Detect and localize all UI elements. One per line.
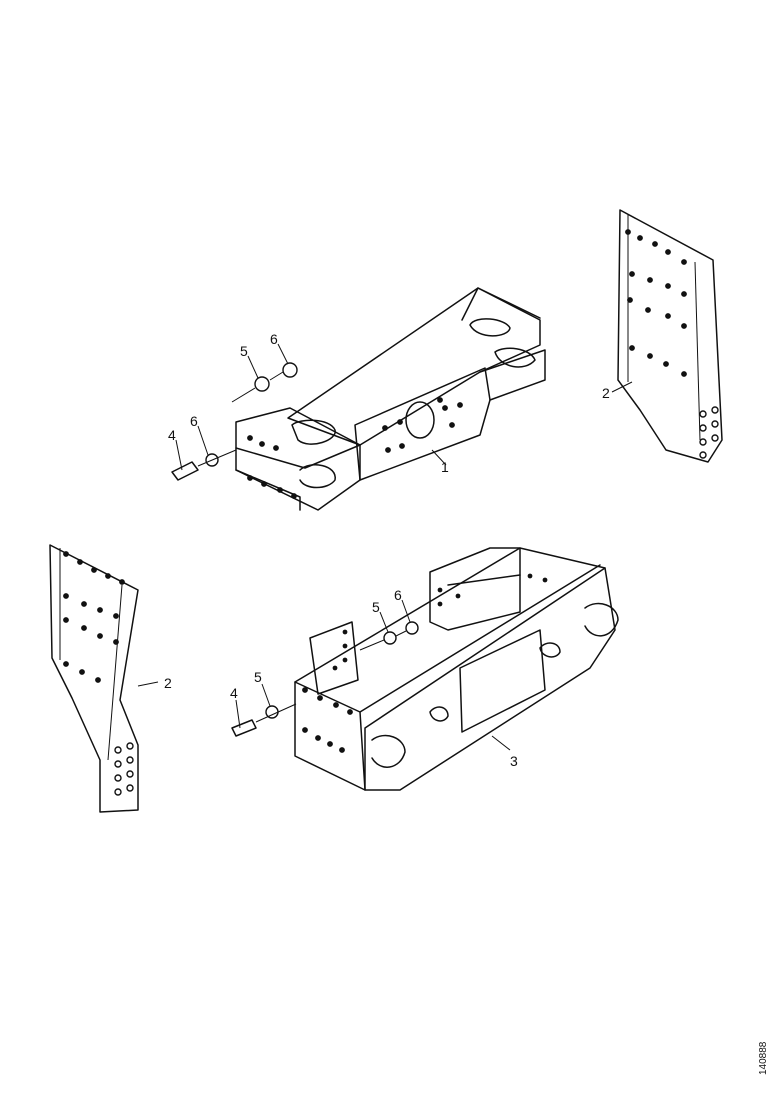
- lower-hardware: [231, 599, 511, 751]
- upper-hardware: [171, 343, 447, 481]
- right-mounting-plate: [611, 209, 723, 463]
- callouts: 1 2 2 3 4 5 6 6 4 5 5 6: [164, 331, 610, 769]
- upper-frame-assembly: [235, 287, 546, 511]
- callout-lower-washer-a: 5: [254, 669, 262, 685]
- left-mounting-plate: [49, 544, 159, 813]
- callout-lower-washer-b: 5: [372, 599, 380, 615]
- callout-upper-washer-a: 5: [240, 343, 248, 359]
- callout-lower-frame-part: 3: [510, 753, 518, 769]
- callout-upper-frame-part: 1: [441, 459, 449, 475]
- document-number: 140888: [758, 1041, 769, 1075]
- lower-frame-assembly: [294, 547, 619, 791]
- callout-upper-nut-b: 6: [190, 413, 198, 429]
- callout-lower-nut-a: 6: [394, 587, 402, 603]
- callout-upper-nut-a: 6: [270, 331, 278, 347]
- callout-left-plate-part: 2: [164, 675, 172, 691]
- callout-right-plate-part: 2: [602, 385, 610, 401]
- callout-lower-bolt: 4: [230, 685, 238, 701]
- callout-upper-bolt: 4: [168, 427, 176, 443]
